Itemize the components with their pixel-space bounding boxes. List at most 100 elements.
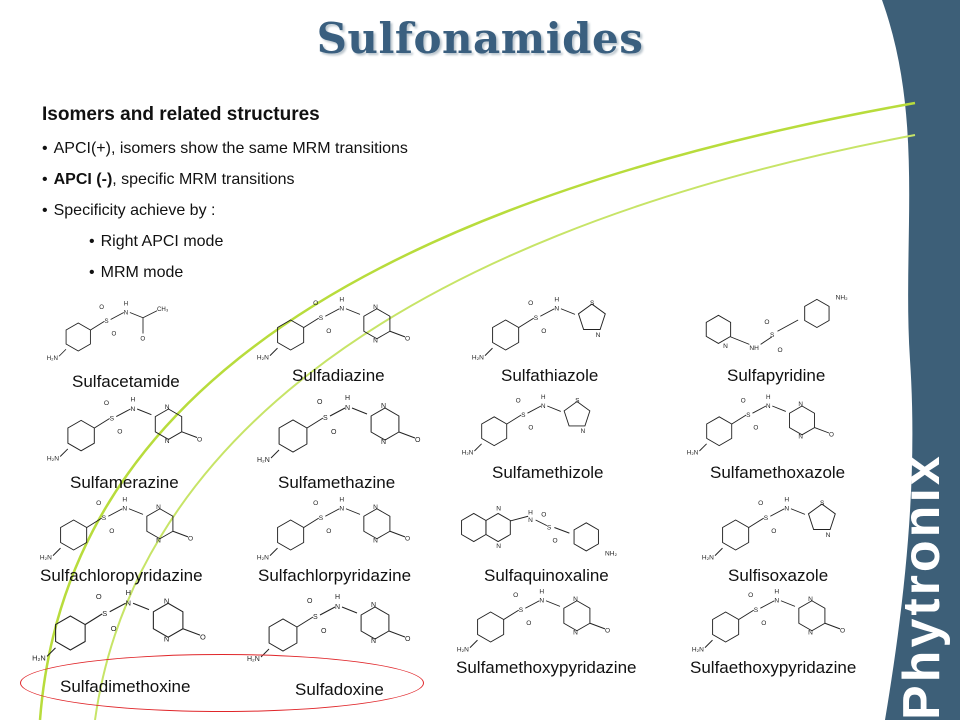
bond	[730, 336, 750, 345]
atom-label: O	[541, 511, 546, 518]
atom-label: O	[405, 636, 411, 643]
benzene-ring	[60, 519, 88, 551]
bullet-item: •APCI (-), specific MRM transitions	[42, 169, 408, 200]
atom-label: O	[829, 432, 834, 439]
atom-label: S	[770, 332, 775, 339]
atom-label: N	[496, 543, 501, 550]
atom-label: H	[345, 395, 350, 402]
atom-label: S	[590, 300, 595, 307]
pyrazine-ring	[485, 512, 511, 543]
atom-label: N	[156, 538, 161, 545]
atom-label: N	[373, 504, 378, 511]
bond	[269, 547, 278, 556]
bullet-item: •APCI(+), isomers show the same MRM tran…	[42, 138, 408, 169]
bond	[59, 448, 69, 457]
bond	[303, 317, 319, 328]
bond	[589, 622, 606, 630]
bond	[319, 606, 336, 616]
bullet-text: MRM mode	[100, 264, 184, 281]
atom-label: N	[122, 506, 127, 513]
atom-label: O	[748, 592, 753, 599]
five-membered-ring	[807, 503, 836, 530]
bond	[760, 600, 775, 609]
sub-bullet-item: •Right APCI mode	[42, 231, 408, 262]
bond	[129, 312, 144, 319]
bond	[142, 310, 158, 319]
atom-label: O	[313, 500, 318, 507]
bond	[172, 530, 189, 538]
atom-label: H₂N	[47, 355, 58, 362]
atom-label: H₂N	[40, 554, 52, 561]
bond	[325, 308, 340, 317]
atom-label: S	[534, 315, 539, 322]
atom-label: O	[326, 528, 331, 535]
compound-label: Sulfachloropyridazine	[40, 566, 203, 585]
atom-label: N	[335, 604, 340, 611]
benzene-ring	[804, 298, 830, 329]
bond	[303, 517, 319, 528]
bond	[554, 527, 570, 534]
atom-label: H	[335, 594, 340, 601]
atom-label: O	[764, 319, 769, 326]
atom-label: S	[319, 515, 324, 522]
heteroaromatic-ring	[152, 602, 184, 638]
atom-label: N	[723, 343, 728, 350]
compound-label: Sulfisoxazole	[728, 566, 829, 585]
bond	[714, 547, 723, 556]
atom-label: O	[109, 528, 114, 535]
benzene-ring	[67, 419, 95, 452]
atom-label: N	[381, 403, 386, 410]
atom-label: N	[164, 635, 169, 644]
atom-label: O	[96, 592, 102, 601]
atom-label: O	[541, 328, 546, 335]
bond	[506, 414, 522, 425]
benzene-ring	[481, 416, 508, 447]
bond	[814, 427, 830, 434]
compound-label: Sulfamethazine	[278, 473, 396, 492]
bond	[545, 600, 561, 607]
atom-label: CH₃	[157, 306, 169, 313]
atom-label: N	[339, 306, 344, 313]
atom-label: H₂N	[47, 455, 59, 462]
atom-label: H	[339, 496, 344, 503]
atom-label: O	[778, 347, 783, 354]
atom-label: H	[774, 588, 779, 595]
atom-label: S	[575, 397, 579, 404]
atom-label: H	[131, 396, 136, 403]
section-heading: Isomers and related structures	[42, 104, 320, 125]
atom-label: S	[110, 415, 115, 422]
atom-label: N	[766, 403, 771, 410]
atom-label: O	[761, 620, 766, 627]
atom-label: NH	[749, 345, 759, 352]
atom-label: N	[539, 598, 544, 605]
bond	[503, 609, 519, 620]
atom-label: O	[117, 429, 122, 436]
atom-label: H₂N	[702, 554, 714, 561]
bond	[752, 405, 767, 414]
bullet-bold-text: APCI (-)	[53, 171, 113, 188]
atom-label: O	[111, 624, 117, 633]
atom-label: O	[326, 328, 331, 335]
atom-label: O	[513, 592, 518, 599]
atom-label: N	[826, 532, 831, 539]
compound-label: Sulfamethizole	[492, 463, 604, 482]
bond	[469, 639, 478, 648]
atom-label: O	[528, 300, 533, 307]
bond	[824, 622, 841, 630]
bullet-dot: •	[42, 202, 48, 219]
atom-label: H₂N	[692, 646, 704, 653]
atom-label: N	[573, 596, 578, 603]
bond	[540, 308, 555, 317]
heteroaromatic-ring	[146, 508, 174, 540]
bond	[389, 530, 406, 538]
atom-label: S	[521, 412, 525, 419]
atom-label: N	[131, 406, 136, 413]
